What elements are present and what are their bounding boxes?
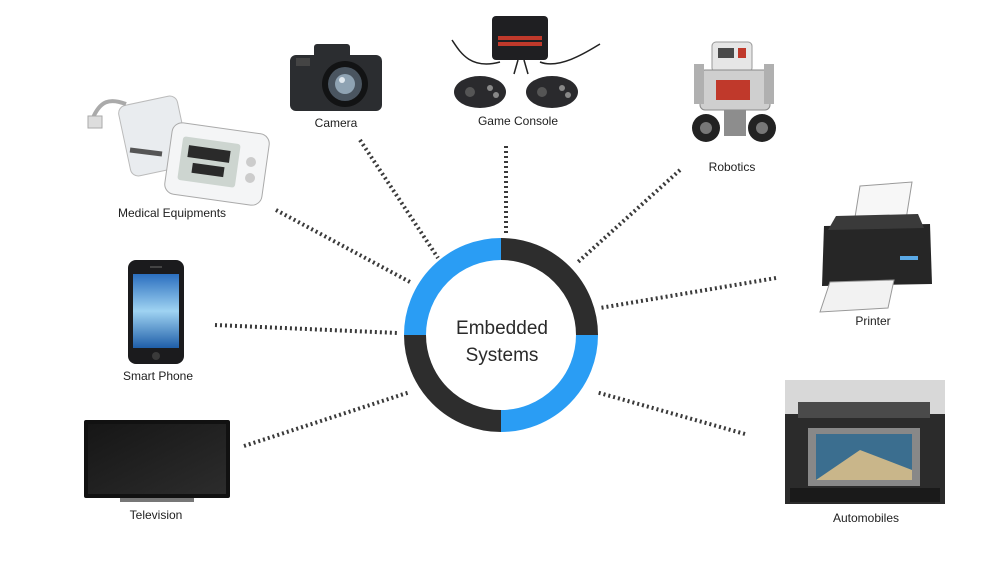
label-medical-equipments: Medical Equipments [117, 206, 227, 220]
printer-icon [819, 181, 932, 313]
ring-segment-top-left [404, 238, 502, 336]
connector-robotics [576, 168, 682, 264]
connector-printer [599, 276, 777, 310]
connector-television [243, 390, 411, 448]
center-title-line-1: Embedded [456, 318, 548, 339]
label-robotics: Robotics [708, 160, 756, 174]
label-automobiles: Automobiles [832, 511, 900, 525]
television-icon [84, 420, 230, 502]
connector-smart-phone [214, 323, 399, 335]
label-printer: Printer [855, 314, 891, 328]
label-camera: Camera [314, 116, 358, 130]
camera-icon [290, 44, 382, 111]
center-title-line-2: Systems [465, 345, 539, 366]
label-game-console: Game Console [477, 114, 559, 128]
label-smart-phone: Smart Phone [122, 369, 194, 383]
center-ring [404, 238, 598, 432]
connector-automobiles [595, 390, 746, 436]
connector-camera [358, 138, 440, 260]
medical-device-icon [87, 95, 270, 206]
ring-segment-bottom-left [404, 334, 502, 432]
robot-icon [692, 41, 776, 142]
ring-segment-bottom-right [500, 334, 598, 432]
connector-medical [275, 208, 411, 284]
ring-segment-top-right [500, 238, 598, 336]
smartphone-icon [128, 260, 184, 364]
game-console-icon [451, 16, 601, 108]
car-dashboard-icon [785, 380, 945, 504]
label-television: Television [129, 508, 183, 522]
